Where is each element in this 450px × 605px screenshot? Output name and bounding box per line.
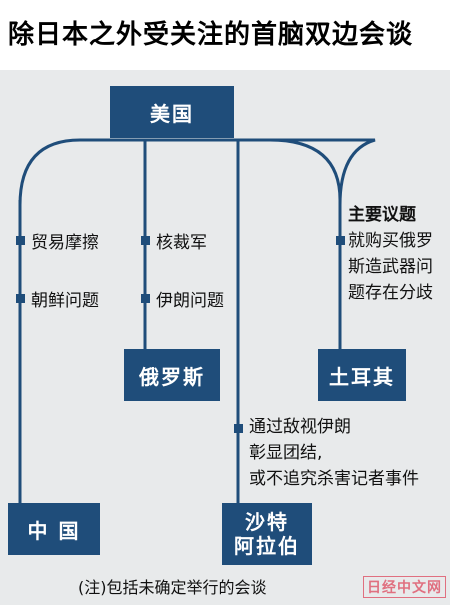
topic-saudi-line-2: 彰显团结,	[249, 443, 323, 463]
topic-saudi: 通过敌视伊朗 彰显团结, 或不追究杀害记者事件	[249, 414, 419, 492]
bullet-square-icon	[16, 294, 25, 303]
node-usa: 美国	[110, 86, 234, 138]
bullet-square-icon	[336, 236, 345, 245]
topic-text: 贸易摩擦	[31, 233, 99, 253]
topic-turkey: 主要议题 就购买俄罗 斯造武器问 题存在分歧	[348, 202, 433, 306]
node-china: 中 国	[8, 503, 100, 555]
topic-turkey-line-3: 题存在分歧	[348, 283, 433, 303]
bullet-square-icon	[16, 236, 25, 245]
node-saudi: 沙特 阿拉伯	[222, 503, 312, 565]
topic-turkey-line-2: 斯造武器问	[348, 257, 433, 277]
node-saudi-line-1: 沙特	[245, 510, 289, 534]
bullet-square-icon	[141, 236, 150, 245]
node-russia: 俄罗斯	[124, 349, 220, 401]
connector-top	[18, 138, 376, 206]
connector-right-curve	[269, 138, 342, 201]
topic-china-1: 贸易摩擦	[16, 228, 99, 253]
topic-saudi-line-1: 通过敌视伊朗	[249, 417, 351, 437]
topic-text: 朝鲜问题	[31, 291, 99, 311]
bullet-square-icon	[141, 294, 150, 303]
topic-turkey-heading: 主要议题	[348, 205, 416, 225]
topic-turkey-line-1: 就购买俄罗	[348, 231, 433, 251]
topic-text: 伊朗问题	[156, 291, 224, 311]
footnote: (注)包括未确定举行的会谈	[78, 578, 267, 597]
topic-text: 核裁军	[156, 233, 207, 253]
topic-russia-1: 核裁军	[141, 228, 207, 253]
page-title: 除日本之外受关注的首脑双边会谈	[0, 0, 450, 70]
node-turkey: 土耳其	[318, 349, 406, 401]
nikkei-logo: 日经中文网	[363, 576, 446, 598]
topic-russia-2: 伊朗问题	[141, 286, 224, 311]
bullet-square-icon	[234, 424, 243, 433]
topic-saudi-line-3: 或不追究杀害记者事件	[249, 469, 419, 489]
node-saudi-line-2: 阿拉伯	[234, 534, 300, 558]
topic-china-2: 朝鲜问题	[16, 286, 99, 311]
